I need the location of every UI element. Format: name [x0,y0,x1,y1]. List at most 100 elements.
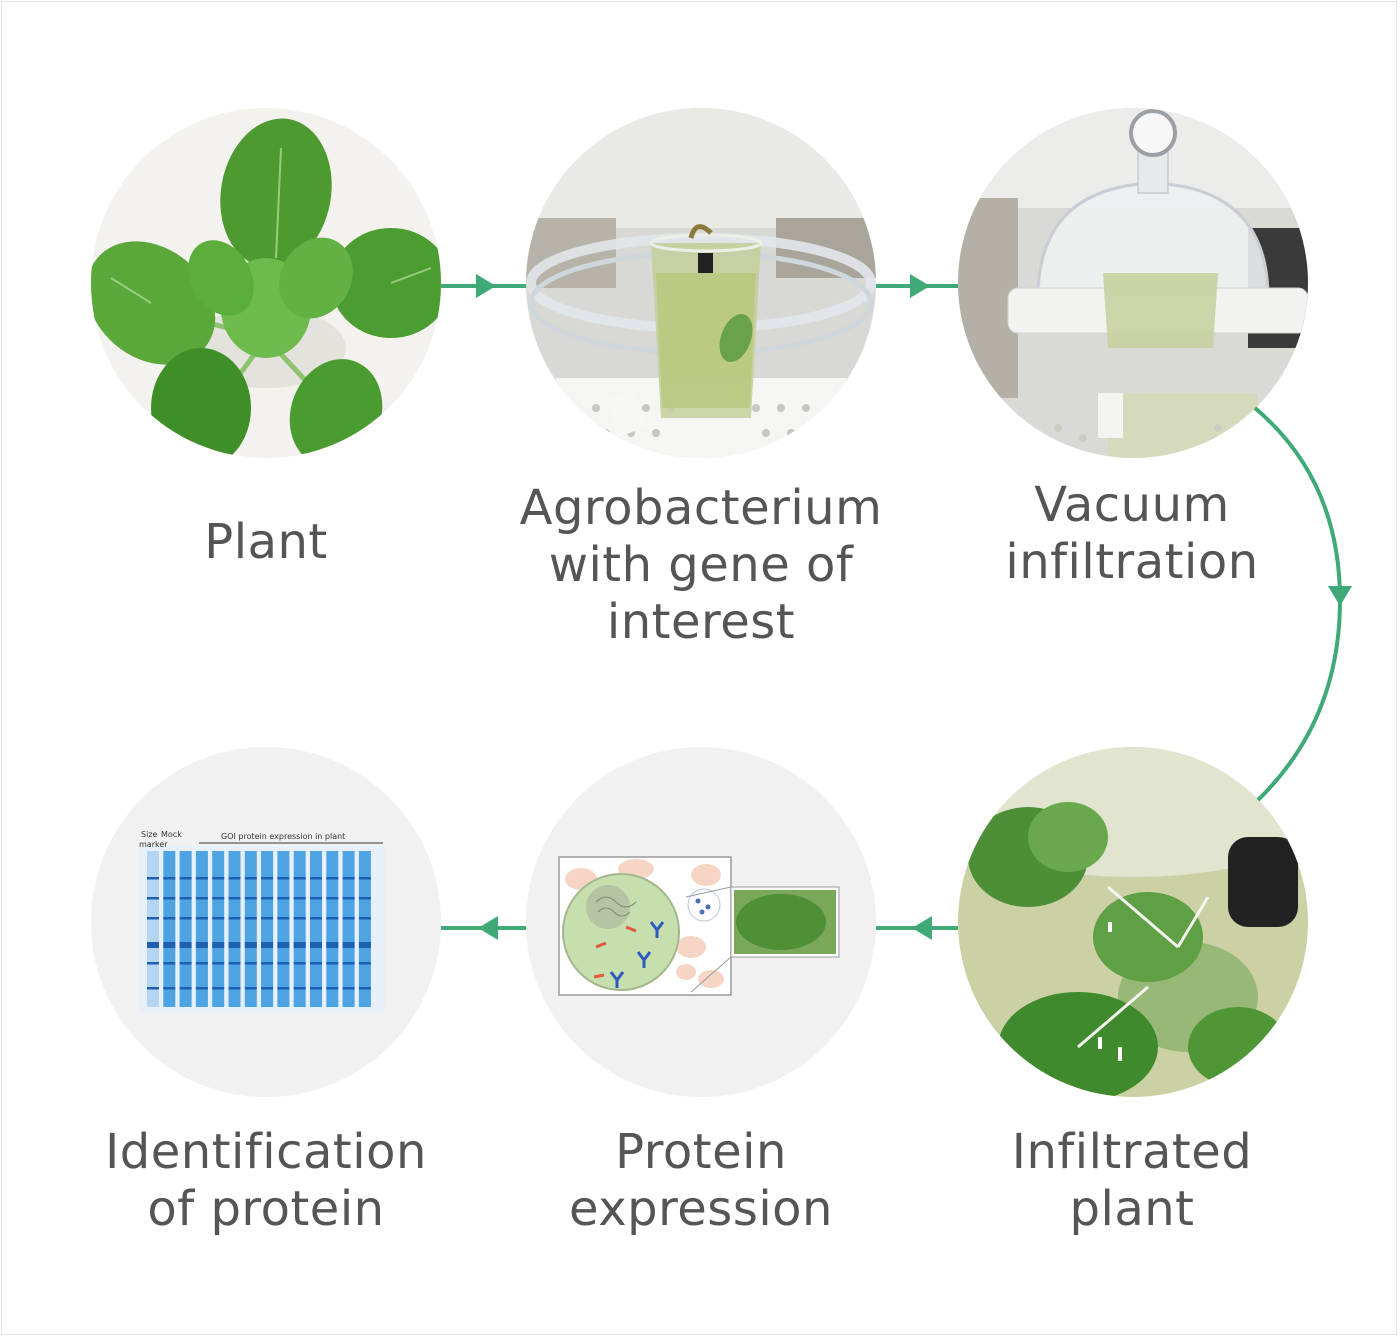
gel-band [326,962,339,965]
gel-label-goi: GOI protein expression in plant [221,832,345,841]
gel-lane [358,851,371,1007]
gel-band [179,942,192,948]
gel-band [293,962,306,965]
gel-band [163,877,176,880]
gel-lane [179,851,192,1007]
gel-band [310,897,322,900]
gel-band [228,917,241,920]
gel-band [244,877,257,880]
caption-infiltrated-line-2: plant [1069,1181,1195,1237]
gel-band [261,897,274,900]
caption-plant: Plant [26,514,506,571]
gel-lane [244,851,257,1007]
gel-band [179,962,192,965]
gel-band [228,877,241,880]
gel-band [244,897,257,900]
gel-lane [342,851,355,1007]
gel-band [310,877,322,880]
gel-lane [277,851,290,1007]
gel-band [310,962,322,965]
gel-band [228,897,241,900]
gel-band [179,917,192,920]
caption-expression-line-1: Protein [615,1124,787,1180]
caption-expression-line-2: expression [569,1181,833,1237]
caption-agrobacterium: Agrobacterium with gene of interest [461,480,941,651]
gel-band [326,987,339,990]
gel-band [310,917,322,920]
gel-band [342,942,355,948]
gel-band [310,987,322,990]
gel-band [147,962,159,965]
caption-vacuum-line-2: infiltration [1005,534,1259,590]
gel-band [195,987,208,990]
gel-band [342,897,355,900]
gel-band [228,942,241,948]
gel-band [261,962,274,965]
gel-band [163,897,176,900]
gel-band [342,987,355,990]
gel-marker-lane [147,851,159,1007]
gel-band [195,942,208,948]
gel-band [244,917,257,920]
gel-band [358,987,371,990]
gel-band [326,917,339,920]
gel-band [358,877,371,880]
gel-band [277,917,290,920]
gel-band [326,942,339,948]
gel-band [228,962,241,965]
gel-band [342,917,355,920]
gel-band [195,962,208,965]
gel-band [261,877,274,880]
gel-band [147,897,159,900]
gel-lane [293,851,306,1007]
gel-band [163,962,176,965]
gel-band [212,942,225,948]
gel-lane [163,851,176,1007]
caption-agrobacterium-line-1: Agrobacterium [519,480,883,536]
caption-vacuum-line-1: Vacuum [1034,477,1230,533]
gel-band [326,877,339,880]
gel-band [244,942,257,948]
gel-lane [212,851,225,1007]
gel-band [261,917,274,920]
gel-band [195,917,208,920]
gel-lane [228,851,241,1007]
caption-infiltrated: Infiltrated plant [892,1124,1372,1238]
gel-band [244,962,257,965]
gel-band [277,942,290,948]
gel-band [212,962,225,965]
gel-band [310,942,322,948]
gel-band [326,897,339,900]
gel-label-size: Size [141,830,158,839]
gel-band [228,987,241,990]
gel-band [293,877,306,880]
caption-identification-line-2: of protein [147,1181,385,1237]
gel-band [342,962,355,965]
beaker-photo-icon [526,108,876,458]
caption-plant-line-1: Plant [204,514,328,570]
gel-band [163,917,176,920]
gel-lane [195,851,208,1007]
gel-band [358,897,371,900]
step-identification-image: Size marker Mock GOI protein expression … [91,747,441,1097]
infiltrated-plant-photo-icon [958,747,1308,1097]
gel-band [212,917,225,920]
step-infiltrated-image [958,747,1308,1097]
step-plant-image [91,108,441,458]
gel-band [293,987,306,990]
gel-band [261,987,274,990]
gel-band [293,942,306,948]
gel-band [212,897,225,900]
gel-band [212,877,225,880]
caption-expression: Protein expression [461,1124,941,1238]
step-agrobacterium-image [526,108,876,458]
gel-band [342,877,355,880]
gel-band [358,942,371,948]
gel-band [244,987,257,990]
gel-band [293,917,306,920]
gel-lane [310,851,322,1007]
gel-band [147,942,159,948]
gel-band [179,877,192,880]
